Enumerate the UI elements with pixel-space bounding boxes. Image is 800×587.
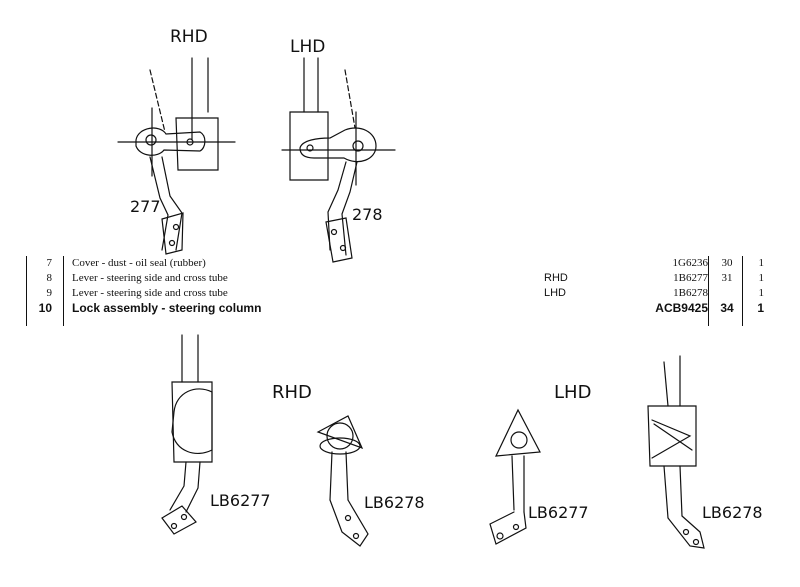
part-277-label: 277 — [130, 197, 161, 216]
lhd-column-sketch — [281, 57, 396, 263]
lb6277-label-lhd: LB6277 — [528, 503, 589, 522]
table-rule — [63, 256, 64, 326]
item-description: Lock assembly - steering column — [72, 301, 262, 315]
item-number: 7 — [46, 257, 53, 269]
item-description: Lever - steering side and cross tube — [72, 287, 228, 299]
item-number: 9 — [46, 287, 53, 299]
item-number: 10 — [38, 301, 52, 315]
lock-sketch-4 — [647, 355, 705, 549]
table-rule — [26, 256, 27, 326]
part-number: 1G6236 — [672, 257, 708, 269]
table-row: 8 Lever - steering side and cross tube R… — [26, 271, 786, 286]
lock-sketch-2 — [316, 415, 369, 547]
bottom-lhd-label: LHD — [554, 382, 591, 403]
lb6278-label-lhd: LB6278 — [702, 503, 763, 522]
quantity: 1 — [758, 257, 765, 269]
lb6277-label-rhd: LB6277 — [210, 491, 271, 510]
part-number: 1B6278 — [673, 287, 708, 299]
top-rhd-label: RHD — [170, 27, 208, 47]
item-note: RHD — [544, 272, 568, 284]
bottom-rhd-label: RHD — [272, 382, 312, 403]
plate-number: 34 — [720, 301, 734, 315]
plate-number: 30 — [721, 257, 733, 269]
table-row: 10 Lock assembly - steering column ACB94… — [26, 301, 786, 316]
part-number: 1B6277 — [673, 272, 708, 284]
lock-sketch-1 — [161, 334, 213, 535]
rhd-column-sketch — [117, 57, 236, 255]
quantity: 1 — [758, 287, 765, 299]
part-278-label: 278 — [352, 205, 383, 224]
lock-sketch-3 — [489, 408, 541, 545]
table-row: 9 Lever - steering side and cross tube L… — [26, 286, 786, 301]
item-description: Cover - dust - oil seal (rubber) — [72, 257, 206, 269]
table-row: 7 Cover - dust - oil seal (rubber) 1G623… — [26, 256, 786, 271]
parts-table: 7 Cover - dust - oil seal (rubber) 1G623… — [26, 256, 786, 326]
table-rule — [708, 256, 709, 326]
item-number: 8 — [46, 272, 53, 284]
top-lhd-label: LHD — [290, 37, 325, 57]
quantity: 1 — [758, 272, 765, 284]
part-number: ACB9425 — [655, 301, 708, 315]
plate-number: 31 — [721, 272, 733, 284]
quantity: 1 — [757, 301, 764, 315]
table-rule — [742, 256, 743, 326]
item-note: LHD — [544, 287, 567, 299]
lb6278-label-rhd: LB6278 — [364, 493, 425, 512]
item-description: Lever - steering side and cross tube — [72, 272, 228, 284]
